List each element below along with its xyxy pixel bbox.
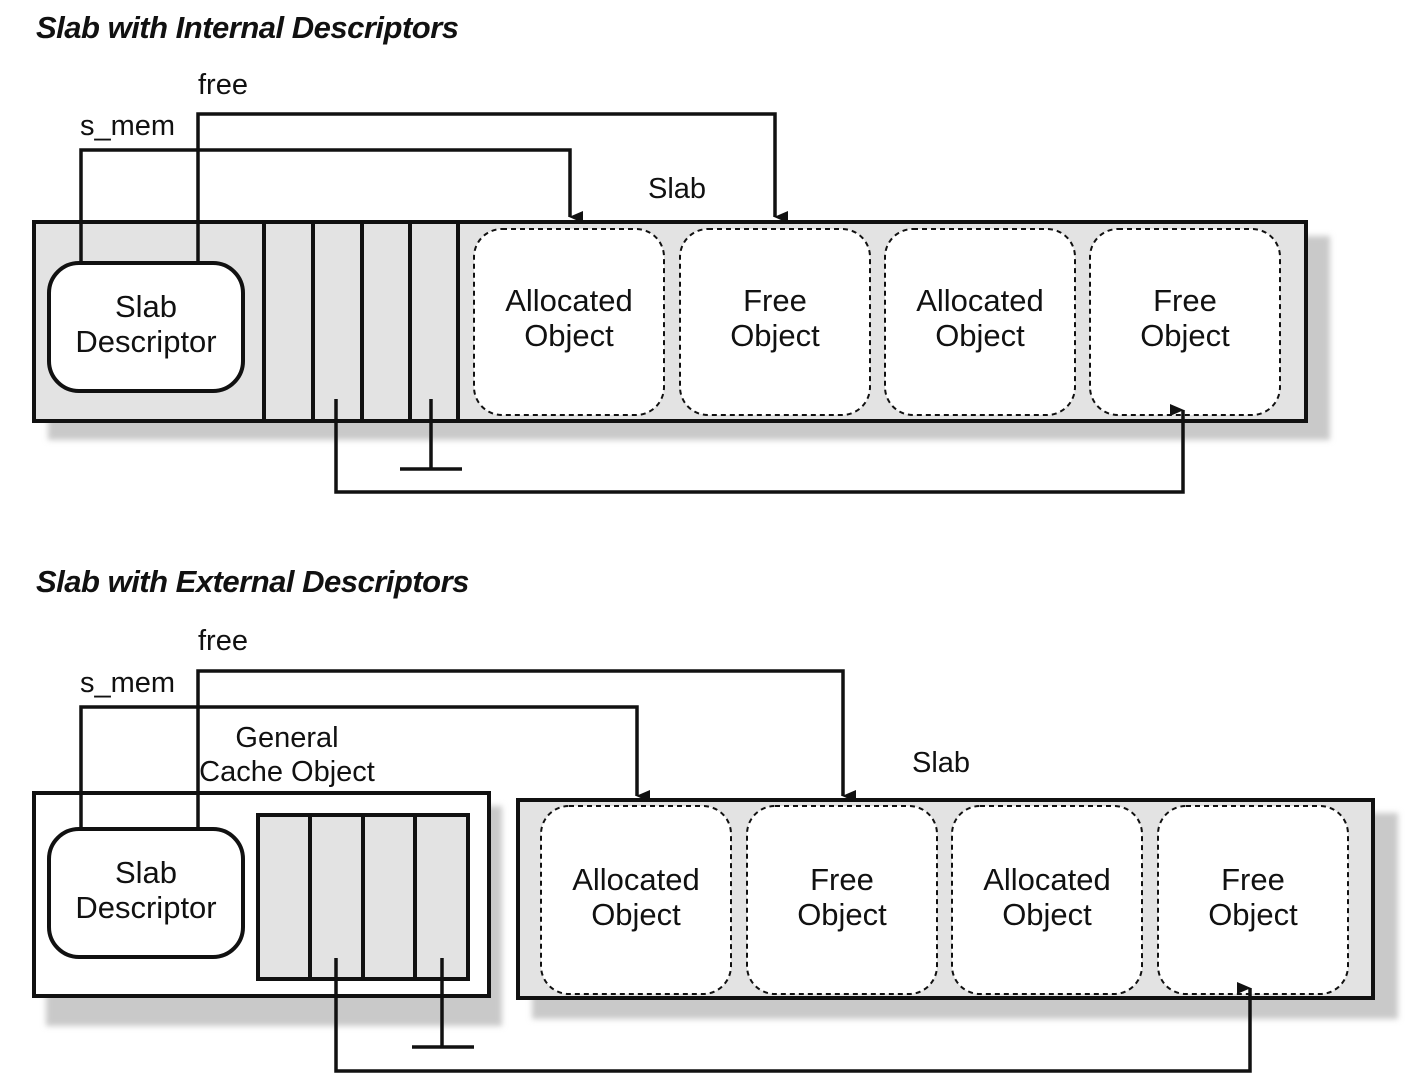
- external-object-3-line1: Allocated: [983, 862, 1111, 897]
- external-object-1-line1: Allocated: [572, 862, 700, 897]
- internal-object-3-line2: Object: [935, 318, 1025, 353]
- internal-object-2-line2: Object: [730, 318, 820, 353]
- external-smem-label: s_mem: [80, 667, 175, 699]
- external-object-2: Free Object: [746, 805, 938, 995]
- external-slab-label: Slab: [912, 747, 970, 779]
- internal-freelist-array: [262, 222, 460, 421]
- external-object-4-line1: Free: [1221, 862, 1285, 897]
- external-cache-label-line1: General: [235, 722, 338, 754]
- internal-object-2-line1: Free: [743, 283, 807, 318]
- internal-slab-descriptor: Slab Descriptor: [47, 261, 245, 393]
- internal-object-1-line2: Object: [524, 318, 614, 353]
- internal-smem-label: s_mem: [80, 110, 175, 142]
- internal-object-4-line2: Object: [1140, 318, 1230, 353]
- internal-slab-label: Slab: [648, 173, 706, 205]
- external-descriptor-line2: Descriptor: [75, 890, 216, 925]
- external-object-2-line1: Free: [810, 862, 874, 897]
- external-free-pointer: [196, 669, 856, 829]
- internal-object-3: Allocated Object: [884, 228, 1076, 416]
- external-object-3-line2: Object: [1002, 897, 1092, 932]
- internal-object-4-line1: Free: [1153, 283, 1217, 318]
- external-object-3: Allocated Object: [951, 805, 1143, 995]
- internal-object-3-line1: Allocated: [916, 283, 1044, 318]
- internal-section: Slab with Internal Descriptors Slab Desc…: [32, 10, 1330, 494]
- external-slab-descriptor: Slab Descriptor: [47, 827, 245, 959]
- external-end-of-list-marker: [412, 958, 474, 1049]
- external-object-4: Free Object: [1157, 805, 1349, 995]
- external-freelist-array: [256, 813, 470, 981]
- external-object-4-line2: Object: [1208, 897, 1298, 932]
- internal-object-1: Allocated Object: [473, 228, 665, 416]
- internal-descriptor-line2: Descriptor: [75, 324, 216, 359]
- external-object-1-line2: Object: [591, 897, 681, 932]
- external-title: Slab with External Descriptors: [36, 564, 469, 599]
- internal-object-1-line1: Allocated: [505, 283, 633, 318]
- external-cache-label-line2: Cache Object: [199, 756, 375, 788]
- external-object-1: Allocated Object: [540, 805, 732, 995]
- external-object-2-line2: Object: [797, 897, 887, 932]
- internal-object-4: Free Object: [1089, 228, 1281, 416]
- external-descriptor-line1: Slab: [115, 855, 177, 890]
- internal-free-pointer: [196, 112, 788, 263]
- internal-object-2: Free Object: [679, 228, 871, 416]
- external-section: Slab with External Descriptors Slab Desc…: [32, 564, 1398, 1073]
- external-freelist-pointer: [334, 958, 1252, 1073]
- internal-freelist-pointer: [334, 399, 1185, 494]
- internal-descriptor-line1: Slab: [115, 289, 177, 324]
- external-smem-pointer: [79, 705, 650, 829]
- internal-free-label: free: [198, 69, 248, 101]
- internal-title: Slab with Internal Descriptors: [36, 10, 459, 45]
- external-free-label: free: [198, 625, 248, 657]
- internal-smem-pointer: [79, 148, 583, 263]
- internal-end-of-list-marker: [400, 399, 462, 471]
